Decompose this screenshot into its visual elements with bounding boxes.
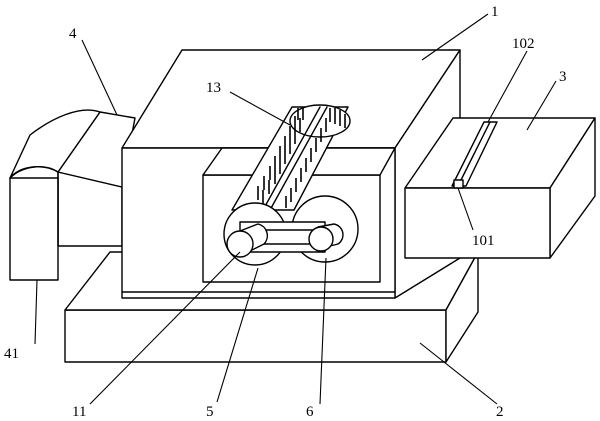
belt-teeth — [257, 108, 346, 208]
label-11: 11 — [72, 404, 86, 420]
label-101: 101 — [472, 233, 495, 249]
left-shaft — [226, 223, 269, 258]
label-102: 102 — [512, 36, 535, 52]
label-1: 1 — [491, 4, 499, 20]
label-5: 5 — [206, 404, 214, 420]
exhaust-duct — [9, 109, 136, 281]
label-6: 6 — [306, 404, 314, 420]
label-3: 3 — [559, 69, 567, 85]
label-4: 4 — [69, 26, 77, 42]
feed-box — [404, 117, 596, 259]
label-13: 13 — [206, 80, 221, 96]
drive-belt — [231, 104, 351, 211]
label-2: 2 — [496, 404, 504, 420]
leader-lines — [34, 13, 557, 405]
label-41: 41 — [4, 346, 19, 362]
right-shaft — [308, 223, 344, 252]
